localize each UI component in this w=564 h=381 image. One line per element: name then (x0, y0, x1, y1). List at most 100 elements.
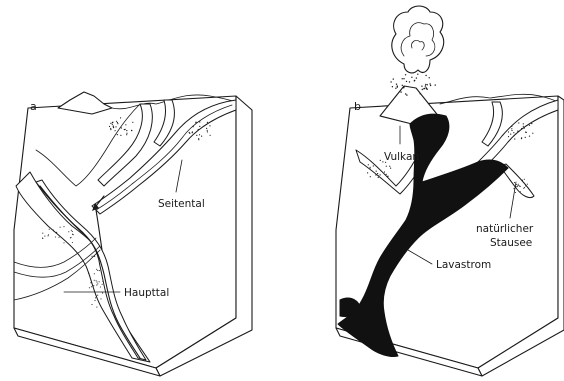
stipple-dot (206, 128, 207, 129)
stipple-dot (402, 85, 403, 86)
stipple-dot (48, 234, 49, 235)
stipple-dot (515, 133, 516, 134)
stipple-dot (377, 173, 378, 174)
stipple-dot (435, 84, 436, 85)
stipple-dot (120, 117, 121, 118)
stipple-dot (110, 123, 111, 124)
stipple-dot (91, 286, 92, 287)
stipple-dot (97, 283, 98, 284)
stipple-dot (91, 304, 92, 305)
stipple-dot (532, 133, 533, 134)
stipple-dot (96, 280, 97, 281)
stipple-dot (370, 176, 371, 177)
stipple-dot (132, 122, 133, 123)
stipple-dot (369, 168, 370, 169)
stipple-dot (510, 134, 511, 135)
stipple-dot (112, 122, 113, 123)
stipple-dot (424, 88, 425, 89)
stipple-dot (116, 121, 117, 122)
panel-b-label-stausee: Stausee (490, 237, 532, 249)
stipple-dot (198, 139, 199, 140)
stipple-dot (72, 234, 73, 235)
stipple-dot (112, 124, 113, 125)
stipple-dot (380, 174, 381, 175)
stipple-dot (100, 298, 101, 299)
stipple-dot (72, 242, 73, 243)
stipple-dot (195, 122, 196, 123)
stipple-dot (386, 166, 387, 167)
stipple-dot (517, 186, 518, 187)
stipple-dot (529, 125, 530, 126)
stipple-dot (196, 135, 197, 136)
stipple-dot (518, 122, 519, 123)
stipple-dot (523, 126, 524, 127)
stipple-dot (405, 74, 406, 75)
panel-b-label-natuerlicher: natürlicher (476, 223, 534, 235)
stipple-dot (513, 132, 514, 133)
stipple-dot (527, 184, 528, 185)
stipple-dot (368, 164, 369, 165)
stipple-dot (72, 231, 73, 232)
stipple-dot (124, 129, 125, 130)
stipple-dot (422, 89, 423, 90)
stipple-dot (102, 284, 103, 285)
stipple-dot (520, 191, 521, 192)
stipple-dot (375, 174, 376, 175)
stipple-dot (425, 84, 426, 85)
stipple-dot (100, 286, 101, 287)
stipple-dot (516, 184, 517, 185)
stipple-dot (396, 84, 397, 85)
stipple-dot (117, 122, 118, 123)
stipple-dot (529, 136, 530, 137)
stipple-dot (94, 256, 95, 257)
stipple-dot (44, 236, 45, 237)
stipple-dot (96, 285, 97, 286)
stipple-dot (395, 88, 396, 89)
stipple-dot (109, 126, 110, 127)
panel-a: a Seitental Haupttal (14, 92, 252, 376)
stipple-dot (521, 137, 522, 138)
stipple-dot (518, 184, 519, 185)
stipple-dot (96, 282, 97, 283)
stipple-dot (402, 78, 403, 79)
stipple-dot (131, 130, 132, 131)
stipple-dot (95, 297, 96, 298)
stipple-dot (97, 295, 98, 296)
stipple-dot (121, 127, 122, 128)
stipple-dot (47, 235, 48, 236)
stipple-dot (409, 81, 410, 82)
stipple-dot (378, 177, 379, 178)
stipple-dot (393, 78, 394, 79)
stipple-dot (199, 126, 200, 127)
stipple-dot (99, 270, 100, 271)
stipple-dot (429, 83, 430, 84)
stipple-dot (389, 166, 390, 167)
panel-b-label-lavastrom: Lavastrom (436, 259, 491, 271)
panel-a-label-seitental: Seitental (158, 198, 205, 210)
stipple-dot (511, 128, 512, 129)
stipple-dot (110, 128, 111, 129)
stipple-dot (522, 180, 523, 181)
stipple-dot (63, 242, 64, 243)
stipple-dot (520, 186, 521, 187)
stipple-dot (126, 130, 127, 131)
stipple-dot (56, 232, 57, 233)
stipple-dot (414, 80, 415, 81)
stipple-dot (426, 88, 427, 89)
stipple-dot (117, 134, 118, 135)
panel-b-eruption-cloud (392, 6, 444, 73)
stipple-dot (392, 86, 393, 87)
stipple-dot (42, 238, 43, 239)
stipple-dot (417, 74, 418, 75)
stipple-dot (525, 185, 526, 186)
panel-a-label-haupttal: Haupttal (124, 287, 169, 299)
stipple-dot (511, 130, 512, 131)
panel-b-label-vulkan: Vulkan (384, 151, 419, 163)
stipple-dot (207, 122, 208, 123)
stipple-dot (71, 230, 72, 231)
stipple-dot (429, 77, 430, 78)
stipple-dot (126, 133, 127, 134)
panel-b: b Vulkan Lavastrom natürlicher Stausee (336, 6, 564, 376)
stipple-dot (199, 134, 200, 135)
stipple-dot (207, 131, 208, 132)
